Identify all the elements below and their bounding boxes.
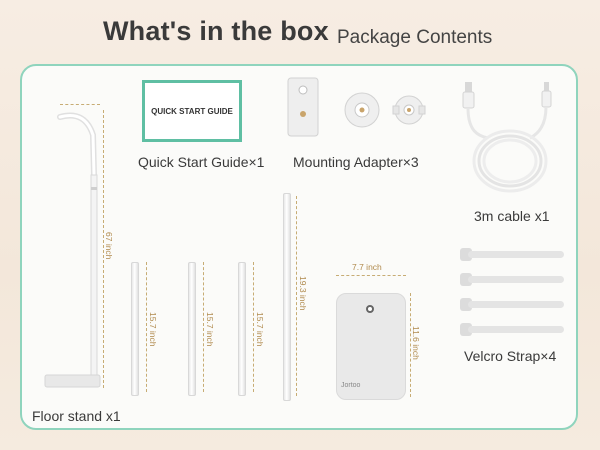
bag-hole-icon <box>366 305 374 313</box>
floor-stand-dimension-line <box>103 110 104 388</box>
long-pole-dimension-line <box>296 196 297 396</box>
bag-height-label: 11.6 inch <box>411 326 421 360</box>
velcro-strap-4 <box>460 323 564 337</box>
floor-stand-height-label: 67 inch <box>104 232 114 260</box>
storage-bag: Jortoo <box>336 293 406 400</box>
mounting-adapter-label: Mounting Adapter×3 <box>293 154 419 170</box>
long-pole-height-label: 19.3 inch <box>298 276 308 311</box>
velcro-strap-band <box>468 251 564 258</box>
velcro-strap-label: Velcro Strap×4 <box>464 348 557 364</box>
floor-stand-dimension-arc <box>60 104 100 106</box>
velcro-strap-1 <box>460 248 564 262</box>
velcro-strap-band <box>468 326 564 333</box>
velcro-strap-band <box>468 301 564 308</box>
short-pole-2-dimension-line <box>203 262 204 392</box>
quick-start-guide-card: QUICK START GUIDE <box>142 80 242 142</box>
page-subtitle: Package Contents <box>337 27 493 48</box>
velcro-strap-band <box>468 276 564 283</box>
floor-stand-label: Floor stand x1 <box>32 408 121 424</box>
short-pole-2 <box>188 262 196 396</box>
bag-brand: Jortoo <box>341 382 361 389</box>
short-pole-1-dimension-line <box>146 262 147 392</box>
bag-width-label: 7.7 inch <box>352 262 382 272</box>
short-pole-3 <box>238 262 246 396</box>
short-pole-3-dimension-line <box>253 262 254 392</box>
cable-label: 3m cable x1 <box>474 208 550 224</box>
short-pole-1 <box>131 262 139 396</box>
cable-illustration <box>458 76 568 201</box>
quick-start-guide-label: Quick Start Guide×1 <box>138 154 265 170</box>
quick-start-guide-card-text: QUICK START GUIDE <box>151 106 233 116</box>
floor-stand-illustration <box>30 95 110 395</box>
mounting-adapter-illustration <box>282 74 442 144</box>
short-pole-2-height-label: 15.7 inch <box>205 312 215 347</box>
long-pole <box>283 193 291 401</box>
page-title: What's in the box <box>103 16 329 46</box>
bag-width-dimension-line <box>336 275 406 276</box>
short-pole-3-height-label: 15.7 inch <box>255 312 265 347</box>
short-pole-1-height-label: 15.7 inch <box>148 312 158 347</box>
bag-height-dimension-line <box>410 293 411 397</box>
velcro-strap-3 <box>460 298 564 312</box>
velcro-strap-2 <box>460 273 564 287</box>
